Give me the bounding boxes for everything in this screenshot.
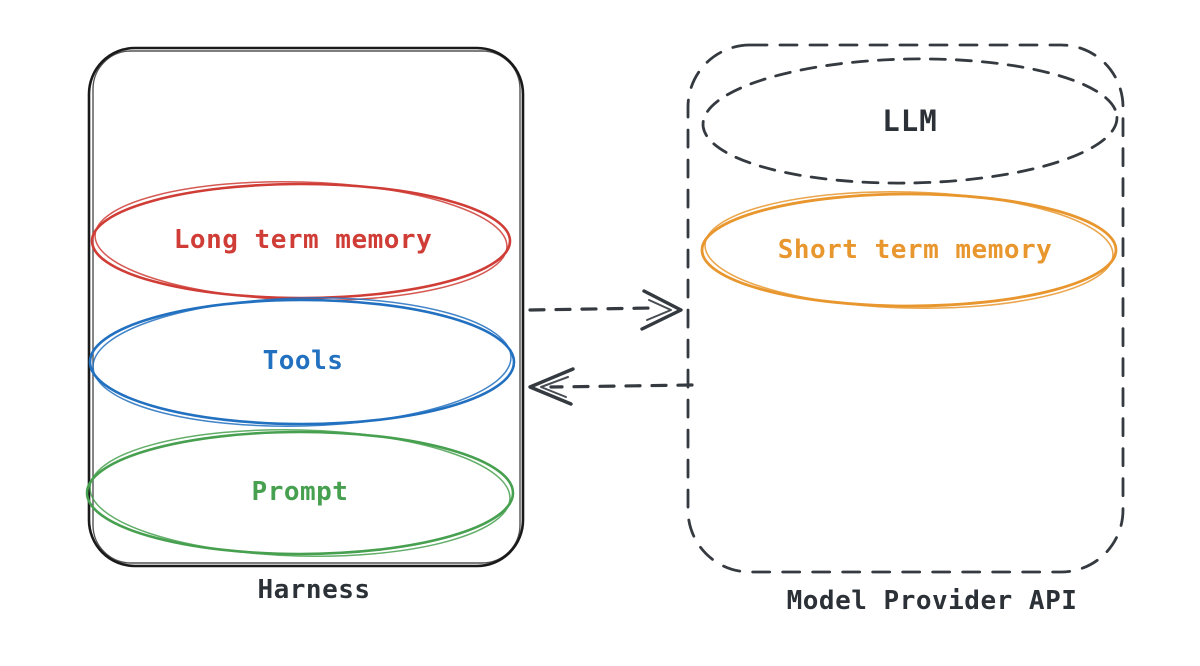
model-provider-box <box>686 43 1125 574</box>
prompt-ellipse <box>85 429 515 557</box>
llm-label: LLM <box>882 104 938 138</box>
tools-ellipse <box>88 297 516 427</box>
harness-box <box>87 46 525 568</box>
tools-label: Tools <box>262 346 344 376</box>
llm-ellipse <box>701 57 1119 185</box>
prompt-label: Prompt <box>251 477 349 507</box>
arrow-harness-to-provider <box>528 289 683 331</box>
long-term-memory-label: Long term memory <box>173 225 433 255</box>
model-provider-caption: Model Provider API <box>786 586 1078 616</box>
harness-caption: Harness <box>257 575 371 605</box>
short-term-memory-label: Short term memory <box>777 235 1053 265</box>
short-term-memory-ellipse <box>700 191 1118 309</box>
arrow-provider-to-harness <box>528 367 694 406</box>
